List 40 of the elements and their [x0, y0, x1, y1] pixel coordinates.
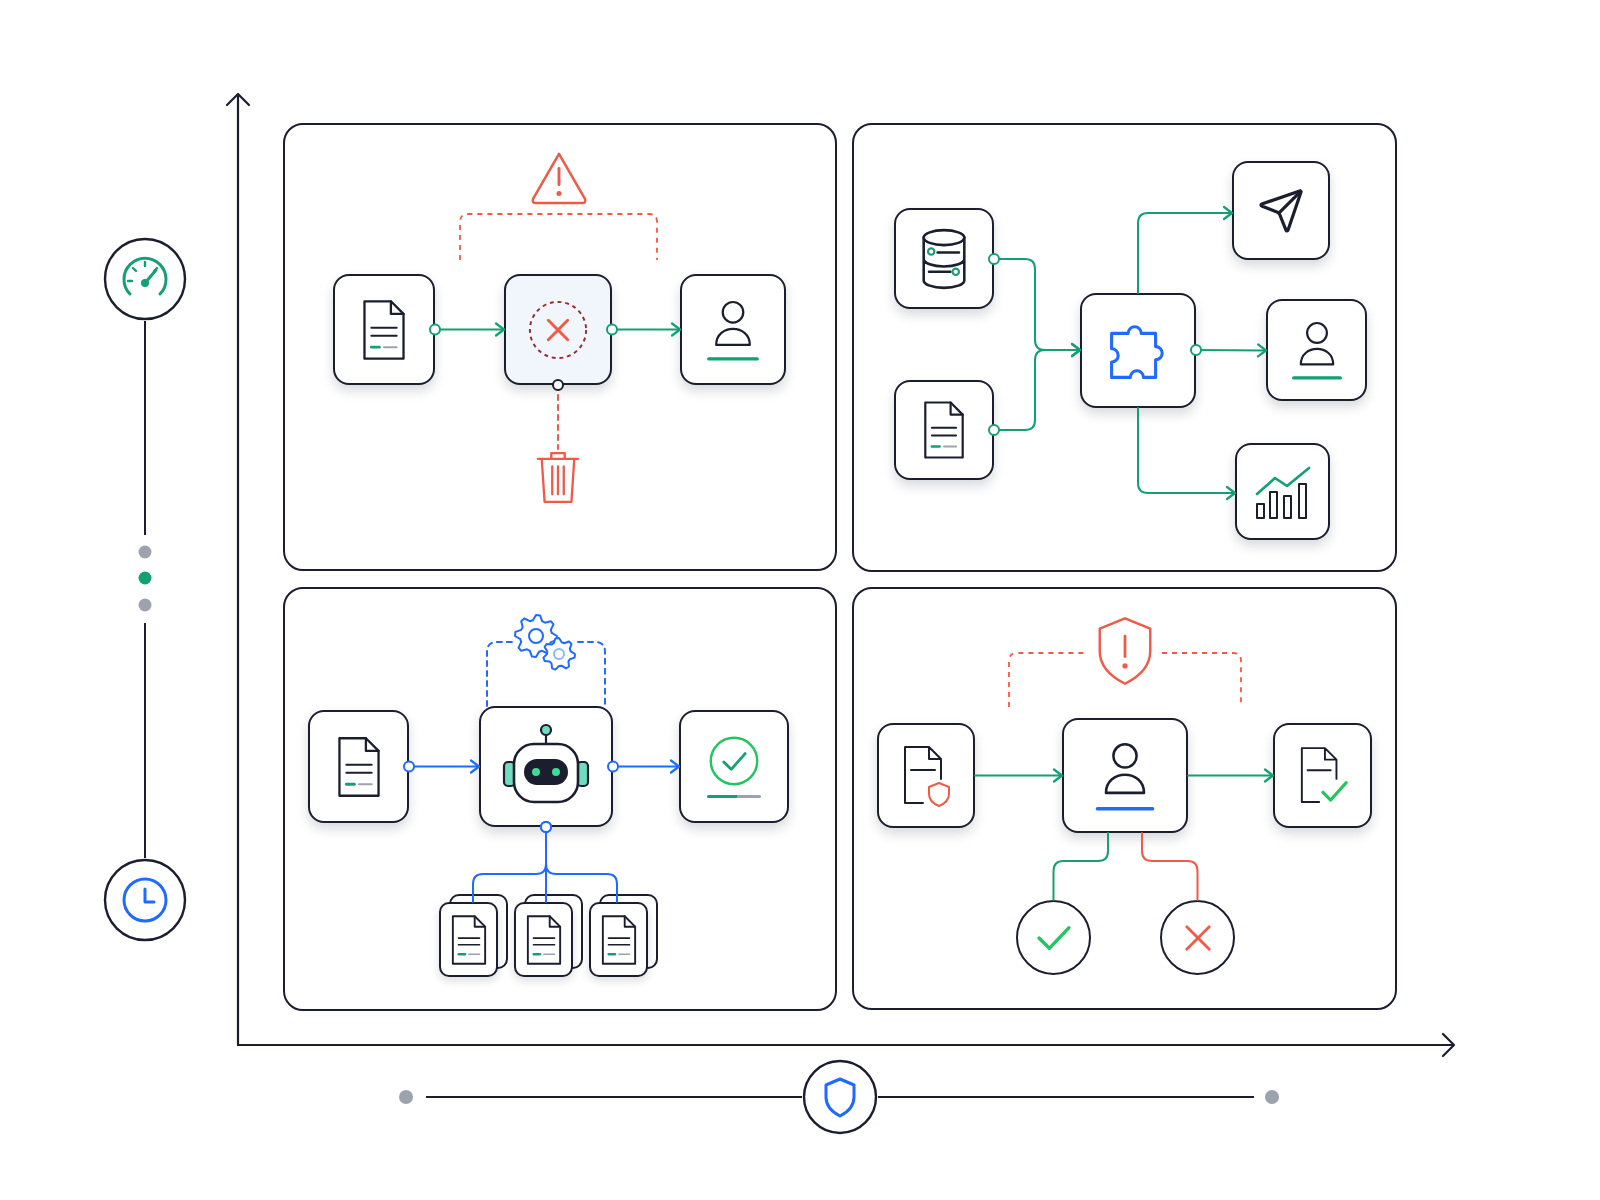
- user-card: [1266, 299, 1367, 401]
- arrow: [1137, 407, 1237, 501]
- arrow: [606, 322, 682, 337]
- trash-icon: [535, 449, 581, 505]
- connector-line: [540, 821, 618, 903]
- gears-icon: [512, 612, 578, 672]
- arrow: [1137, 205, 1234, 294]
- user-card: [680, 274, 786, 385]
- puzzle-card: [1080, 293, 1196, 408]
- robot-card: [479, 706, 613, 827]
- error-card: [504, 274, 612, 385]
- arrow: [1190, 343, 1268, 358]
- database-card: [894, 208, 994, 309]
- arrow: [988, 342, 1082, 436]
- connector-line: [1052, 832, 1109, 901]
- arrow: [607, 759, 681, 774]
- arrow: [1187, 768, 1275, 783]
- arrow: [974, 768, 1064, 783]
- document-card: [589, 902, 648, 977]
- dashed-connector: [486, 641, 513, 707]
- arrow: [403, 759, 481, 774]
- chart-card: [1235, 443, 1330, 540]
- send-card: [1232, 161, 1330, 260]
- dashed-connector: [577, 641, 606, 707]
- quadrant-panel: [283, 123, 837, 571]
- document-card: [439, 902, 498, 977]
- connector-line: [1141, 832, 1199, 901]
- quadrant-panel: [852, 123, 1397, 572]
- quadrant-panel: [852, 587, 1397, 1010]
- arrow: [429, 322, 506, 337]
- approved-document-card: [1273, 723, 1372, 828]
- document-card: [308, 710, 409, 823]
- document-card: [333, 274, 435, 385]
- approval-card: [679, 710, 789, 823]
- quadrant-panel: [283, 587, 837, 1011]
- dashed-connector: [552, 379, 564, 450]
- secure-document-card: [877, 723, 975, 828]
- document-card: [894, 380, 994, 480]
- user-card: [1062, 718, 1188, 833]
- document-card: [514, 902, 573, 977]
